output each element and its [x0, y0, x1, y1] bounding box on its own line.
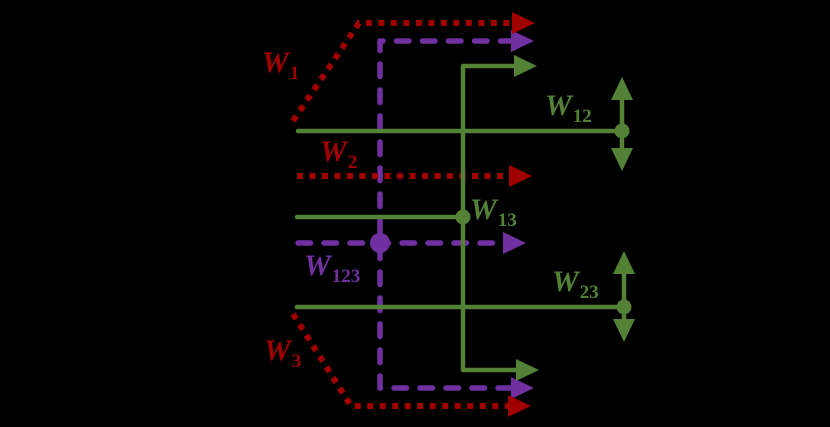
w1-arrowhead-icon — [512, 12, 535, 34]
w123-bottom-arrowhead-icon — [511, 377, 534, 399]
label-w1-main: W — [262, 46, 289, 79]
w123-top-arrowhead-icon — [511, 30, 534, 52]
w1-line — [290, 20, 516, 123]
w123-branch-line — [377, 38, 517, 391]
label-w12-main: W — [545, 89, 572, 122]
label-w123-main: W — [304, 249, 331, 282]
label-w12-sub: 12 — [572, 106, 592, 127]
w123-arrowhead-icon — [503, 232, 526, 254]
w23-up-arrowhead-icon — [613, 251, 635, 274]
w12-down-arrowhead-icon — [611, 148, 633, 171]
label-w1-sub: 1 — [289, 63, 300, 84]
label-w12: W12 — [545, 89, 592, 127]
label-w23-sub: 23 — [579, 282, 599, 303]
label-w2-sub: 2 — [347, 152, 358, 173]
w12-up-arrowhead-icon — [611, 77, 633, 100]
w123-group — [295, 30, 534, 399]
two-body-group — [294, 55, 635, 381]
label-w2-main: W — [320, 135, 347, 168]
label-w123-sub: 123 — [331, 266, 361, 287]
label-w1: W1 — [262, 46, 300, 84]
label-w13-sub: 13 — [497, 210, 517, 231]
label-w3-sub: 3 — [291, 351, 302, 372]
label-w2: W2 — [320, 135, 358, 173]
w23-junction-dot — [616, 299, 632, 315]
one-body-group — [290, 12, 535, 417]
w12-junction-dot — [614, 123, 630, 139]
label-w23: W23 — [552, 265, 599, 303]
label-w13: W13 — [470, 193, 517, 231]
green-top-arrowhead-icon — [514, 55, 537, 77]
label-w13-main: W — [470, 193, 497, 226]
label-w3-main: W — [264, 334, 291, 367]
w2-arrowhead-icon — [509, 165, 532, 187]
w123-junction-dot — [370, 233, 390, 253]
label-w123: W123 — [304, 249, 361, 287]
green-bottom-arrowhead-icon — [516, 359, 539, 381]
w3-line — [290, 312, 512, 409]
label-w23-main: W — [552, 265, 579, 298]
w13-junction-dot — [455, 209, 471, 225]
w3-arrowhead-icon — [508, 395, 531, 417]
label-w3: W3 — [264, 334, 302, 372]
w23-down-arrowhead-icon — [613, 319, 635, 342]
